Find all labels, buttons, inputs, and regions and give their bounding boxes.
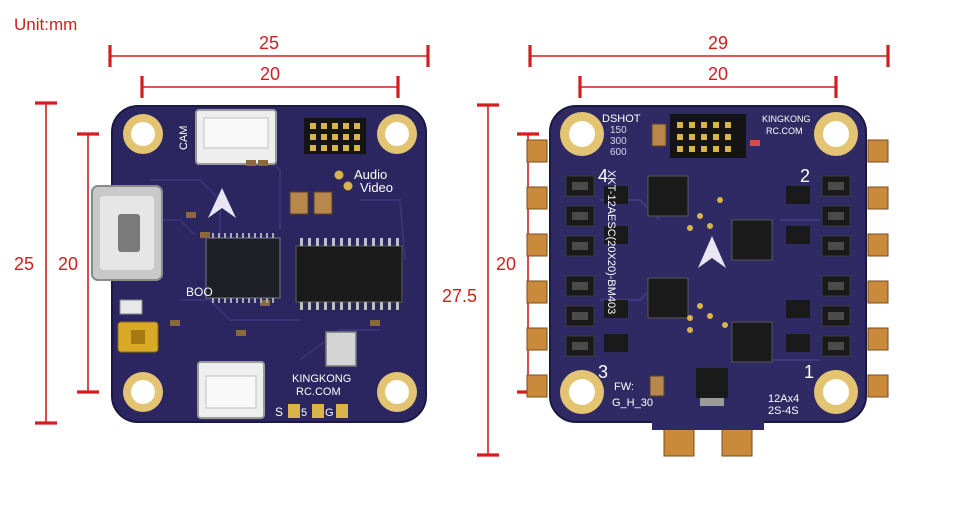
esc-motor-number-2: 2 — [800, 166, 810, 186]
esc-mosfets-right — [821, 175, 851, 357]
fc-osd-chip — [295, 238, 403, 310]
fc-pin-header — [304, 118, 366, 154]
esc-protocol-label: DSHOT — [602, 113, 641, 125]
esc-hole-width-label: 20 — [708, 64, 728, 84]
esc-brand-line2: RC.COM — [766, 126, 803, 136]
fc-pad-label-s: S — [275, 405, 283, 419]
video-pad — [343, 181, 353, 191]
fc-signal-pads — [288, 404, 348, 418]
fc-pad-label-g: G — [325, 407, 334, 419]
esc-mcu-chips — [647, 175, 773, 363]
esc-led — [750, 140, 760, 146]
unit-label: Unit:mm — [14, 15, 77, 34]
fc-logo — [208, 188, 236, 218]
esc-firmware-id: G_H_30 — [612, 397, 653, 409]
fc-capacitors — [186, 160, 380, 336]
fc-outer-width-label: 25 — [259, 33, 279, 53]
fc-pad-label-5: 5 — [301, 407, 307, 419]
esc-model-label: XKT-12AESC(20X20)-BM403 — [605, 170, 617, 314]
cam-label: CAM — [178, 126, 190, 150]
esc-rate-600: 600 — [610, 147, 627, 158]
esc-motor-number-4: 4 — [598, 166, 608, 186]
audio-pad — [334, 170, 344, 180]
esc-mounting-hole-br — [814, 370, 858, 414]
flight-controller-board: CAM Audio Video — [91, 105, 427, 423]
esc-capacitor-bottom — [649, 375, 665, 397]
fc-outer-height-label: 25 — [14, 254, 34, 274]
cam-connector — [195, 109, 277, 165]
esc-mosfets-left — [565, 175, 595, 357]
fc-traces — [140, 149, 406, 361]
esc-firmware-label: FW: — [614, 381, 634, 393]
boot-pad — [119, 299, 143, 315]
esc-regulator — [696, 368, 728, 406]
fc-crystal — [325, 331, 357, 367]
boot-label: BOO — [186, 285, 213, 299]
esc-rate-300: 300 — [610, 136, 627, 147]
esc-mounting-hole-tl — [560, 112, 604, 156]
fc-bottom-connector — [197, 361, 265, 419]
esc-brand-line1: KINGKONG — [762, 114, 811, 124]
audio-label: Audio — [354, 167, 387, 182]
fc-mounting-hole-br — [377, 372, 417, 412]
fc-brand-line1: KINGKONG — [292, 373, 351, 385]
esc-motor-number-1: 1 — [804, 362, 814, 382]
esc-outer-width-label: 29 — [708, 33, 728, 53]
esc-mounting-hole-bl — [560, 370, 604, 414]
esc-motor-pads-right — [867, 139, 889, 398]
esc-capacitor — [651, 123, 667, 147]
esc-rating-line1: 12Ax4 — [768, 393, 799, 405]
esc-board: DSHOT 150 300 600 KINGKONG RC.COM XKT-12… — [526, 105, 889, 457]
esc-logo — [698, 236, 726, 268]
micro-usb-port — [91, 185, 163, 281]
fc-mounting-hole-tr — [377, 114, 417, 154]
esc-vias — [687, 197, 728, 333]
fc-hole-width-label: 20 — [260, 64, 280, 84]
esc-pin-header — [670, 114, 746, 158]
video-label: Video — [360, 180, 393, 195]
flight-controller-dimensions: 25 20 25 20 — [14, 33, 430, 425]
esc-rate-150: 150 — [610, 125, 627, 136]
fc-hole-height-label: 20 — [58, 254, 78, 274]
esc-hole-height-label: 20 — [496, 254, 516, 274]
fc-brand-line2: RC.COM — [296, 386, 341, 398]
boot-resistor — [170, 320, 180, 326]
esc-motor-pads-left — [526, 139, 548, 398]
esc-mosfets-inner — [604, 186, 810, 352]
fc-mcu-chip — [205, 233, 281, 303]
esc-motor-number-3: 3 — [598, 362, 608, 382]
esc-outer-height-label: 27.5 — [442, 286, 477, 306]
fc-mounting-hole-bl — [123, 372, 163, 412]
boot-button — [117, 321, 159, 353]
esc-rating-line2: 2S-4S — [768, 405, 799, 417]
esc-mounting-hole-tr — [814, 112, 858, 156]
fc-mounting-hole-tl — [123, 114, 163, 154]
